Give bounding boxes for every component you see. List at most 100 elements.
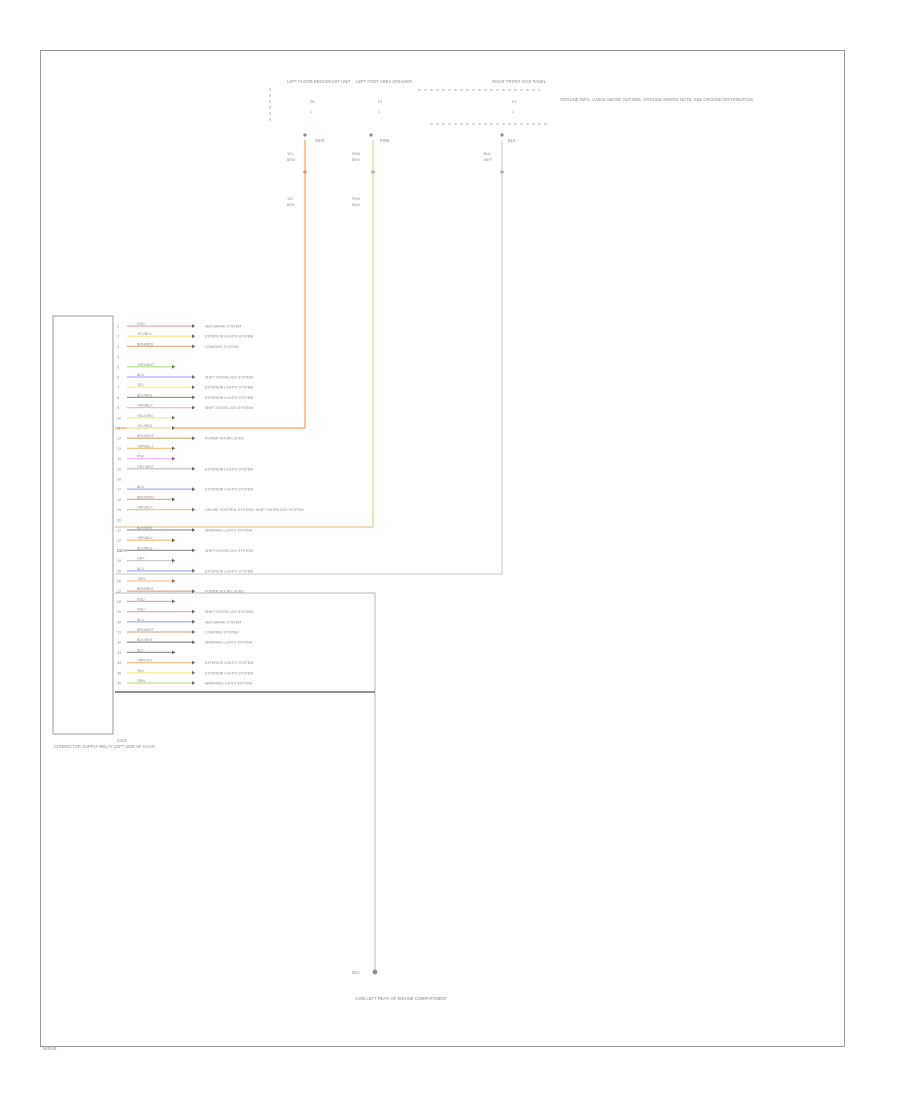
wire-pin: 30 [117,620,121,624]
vlabel-right-2: WHT [484,158,493,162]
wire-arrow-icon [192,466,195,471]
wire-color-label: BLU [137,485,144,489]
wire-pin: 13 [117,447,121,451]
wire-pin: 2 [117,335,119,339]
wire-arrow-icon [192,507,195,512]
wire-color-label: RED [137,322,145,326]
wire-arrow-icon [172,364,175,369]
module-top-label: C400 [117,548,128,553]
wire-arrow-icon [192,619,195,624]
wire-pin: 35 [117,671,121,675]
wire-color-label: PNK [137,455,145,459]
wire-target-label: COMPASS SYSTEM [205,345,238,349]
top-component-2-connector: F2 [378,100,382,104]
wire-arrow-icon [192,528,195,532]
wire-arrow-icon [192,640,195,645]
wire-pin: 36 [117,682,121,686]
top-component-3-wire: BLK [508,138,516,143]
wire-pin: 27 [117,590,121,594]
vlabel-mid-1: PINK [352,152,361,156]
top-component-3-connector: F3 [512,100,516,104]
wire-target-label: WARNING LIGHTS SYSTEM [205,529,252,533]
wire-color-label: ORN/BLU [137,444,153,448]
wire-pin: 8 [117,396,119,400]
wire-target-label: EXTERIOR LIGHTS SYSTEM [205,396,253,400]
wire-arrow-icon [192,548,195,553]
wire-pin: 29 [117,610,121,614]
wire-pin: 33 [117,651,121,655]
wire-pin: 7 [117,386,119,390]
wire-arrow-icon [172,456,175,461]
vlabel-left-4: BRN [287,203,295,207]
wire-color-label: GRN/WHT [137,363,155,367]
wire-color-label: YEL/BLU [137,332,152,336]
wire-arrow-icon [192,385,195,390]
ground-symbol-icon [372,969,378,975]
wire-pin: 1 [117,325,119,329]
top-pins [303,133,504,174]
top-component-2-name: LEFT FOOT AREA SPEAKER [356,79,412,84]
footer-code: W3049 [43,1046,57,1051]
wire-arrow-icon [172,497,175,502]
wire-color-label: BLK/WHT [137,526,154,530]
wire-pin: 28 [117,600,121,604]
wire-arrow-icon [192,436,195,441]
wire-color-label: YEL [137,383,144,387]
ground-label: G300 LEFT REAR OF ENGINE COMPARTMENT [355,996,448,1001]
top-component-1-name: LEFT FLOOR BROADCAST UNIT [287,79,351,84]
wire-color-label: ORN/BLK [137,506,153,510]
right-note: GROUND INFO, CABLE ABOVE OUTSIDE, GROUND… [560,97,753,102]
wire-arrow-icon [172,579,175,583]
module-box [52,315,114,735]
wire-arrow-icon [172,558,175,563]
wire-arrow-icon [192,609,195,614]
wire-target-label: POWER DOOR LOCKS [205,590,244,594]
wire-target-label: ABS BRAKE SYSTEM [205,325,241,329]
vlabel-left-2: BRN [287,158,295,162]
wire-arrow-icon [172,446,175,451]
wire-target-label: EXTERIOR LIGHTS SYSTEM [205,467,253,471]
module-name: CONNECTOR SUPPLY RELAY LEFT SIDE OF DASH [54,744,155,749]
wire-arrow-icon [192,568,195,573]
wire-target-label: SHIFT INTERLOCK SYSTEM [205,406,253,410]
wire-arrow-icon [192,344,195,349]
module-wire-rows: 1 RED ABS BRAKE SYSTEM 2 YEL/BLU EXTERIOR LIG… [117,322,303,686]
wire-color-label: BLK [137,648,144,652]
top-component-3: RIGHT FRONT KICK PANEL F3 1 BLK [492,79,547,143]
wire-color-label: BRN/ORN [137,495,154,499]
wire-color-label: YEL/RED [137,424,153,428]
wire-arrow-icon [192,324,195,328]
wire-color-label: BRN/WHT [137,628,155,632]
wire-target-label: POWER DOOR LOCKS [205,437,244,441]
top-component-1-wire: WHT [315,138,325,143]
vlabel-mid-2: BRN [352,158,360,162]
wire-color-label: BLK/WHT [137,638,154,642]
wire-arrow-icon [192,660,195,665]
harness-outline [269,88,548,125]
wire-pin: 18 [117,498,121,502]
wire-pin: 34 [117,661,121,665]
diagram-frame [40,50,845,1047]
wire-pin: 22 [117,539,121,543]
vlabel-left-3: YEL [287,197,294,201]
wire-color-label: BLU [137,618,144,622]
wire-color-label: ORN/BLK [137,536,153,540]
wire-arrow-icon [172,415,175,420]
wire-arrow-icon [172,426,175,430]
top-component-1-pin: 1 [310,110,312,114]
wire-gray-vertical [115,140,503,575]
wire-color-label: BLK/RED [137,393,153,397]
wire-pin: 25 [117,569,121,573]
wire-pin: 20 [117,518,121,522]
top-component-3-name: RIGHT FRONT KICK PANEL [492,79,547,84]
wire-pin: 9 [117,406,119,410]
wire-pin: 14 [117,457,121,461]
wire-target-label: WARNING LIGHTS SYSTEM [205,682,252,686]
wire-target-label: EXTERIOR LIGHTS SYSTEM [205,488,253,492]
wire-ground-vertical [115,592,376,970]
wire-orange-vertical [115,140,306,429]
wire-pin: 10 [117,416,121,420]
wire-arrow-icon [192,670,195,675]
wire-color-label: GRN [137,679,145,683]
